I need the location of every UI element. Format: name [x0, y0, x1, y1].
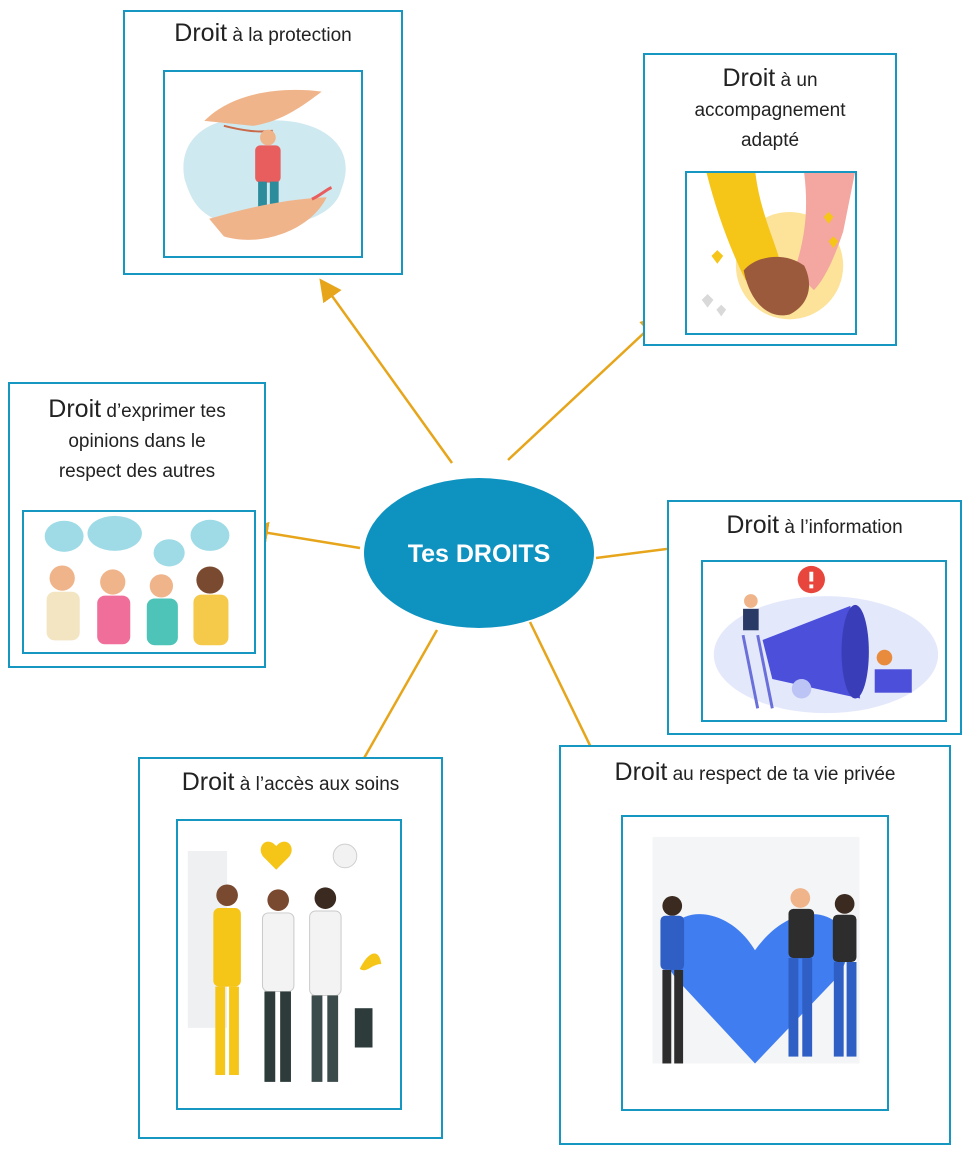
medical-staff-icon	[176, 819, 402, 1110]
heart-people-icon	[621, 815, 889, 1111]
title-line2: accompagnement	[694, 100, 846, 121]
title-rest: à l’information	[779, 517, 903, 538]
node-soins-title: Droit à l’accès aux soins	[140, 767, 441, 800]
droit-word: Droit	[174, 19, 228, 47]
node-vie-privee-title: Droit au respect de ta vie privée	[561, 757, 949, 790]
holding-hands-icon	[685, 171, 857, 335]
center-node: Tes DROITS	[364, 478, 594, 628]
node-accompagnement: Droit à un accompagnement adapté	[643, 53, 897, 346]
title-rest: à la protection	[227, 25, 352, 46]
node-opinions-title: Droit d’exprimer tes opinions dans le re…	[10, 394, 264, 487]
node-protection: Droit à la protection	[123, 10, 403, 275]
node-information-title: Droit à l’information	[669, 510, 960, 543]
people-talking-icon	[22, 510, 256, 654]
node-vie-privee: Droit au respect de ta vie privée	[559, 745, 951, 1145]
title-rest: au respect de ta vie privée	[667, 764, 896, 785]
hands-protection-icon	[163, 70, 363, 258]
arrow-opinions	[245, 521, 361, 550]
node-opinions: Droit d’exprimer tes opinions dans le re…	[8, 382, 266, 668]
node-information: Droit à l’information	[667, 500, 962, 735]
title-rest: à l’accès aux soins	[234, 774, 400, 795]
droit-word: Droit	[48, 395, 102, 423]
center-label: Tes DROITS	[408, 540, 551, 568]
title-line1: d’exprimer tes	[101, 401, 226, 422]
droit-word: Droit	[614, 758, 668, 786]
title-line3: respect des autres	[58, 461, 216, 482]
megaphone-icon	[701, 560, 947, 722]
node-protection-title: Droit à la protection	[125, 18, 401, 51]
droit-word: Droit	[181, 768, 235, 796]
title-line1: à un	[775, 70, 818, 91]
droit-word: Droit	[722, 64, 776, 92]
droit-word: Droit	[726, 511, 780, 539]
arrow-accompagnement	[507, 314, 664, 461]
arrow-protection	[319, 278, 454, 464]
title-line2: opinions dans le	[68, 431, 206, 452]
node-soins: Droit à l’accès aux soins	[138, 757, 443, 1139]
node-accompagnement-title: Droit à un accompagnement adapté	[645, 63, 895, 156]
title-line3: adapté	[740, 130, 800, 151]
